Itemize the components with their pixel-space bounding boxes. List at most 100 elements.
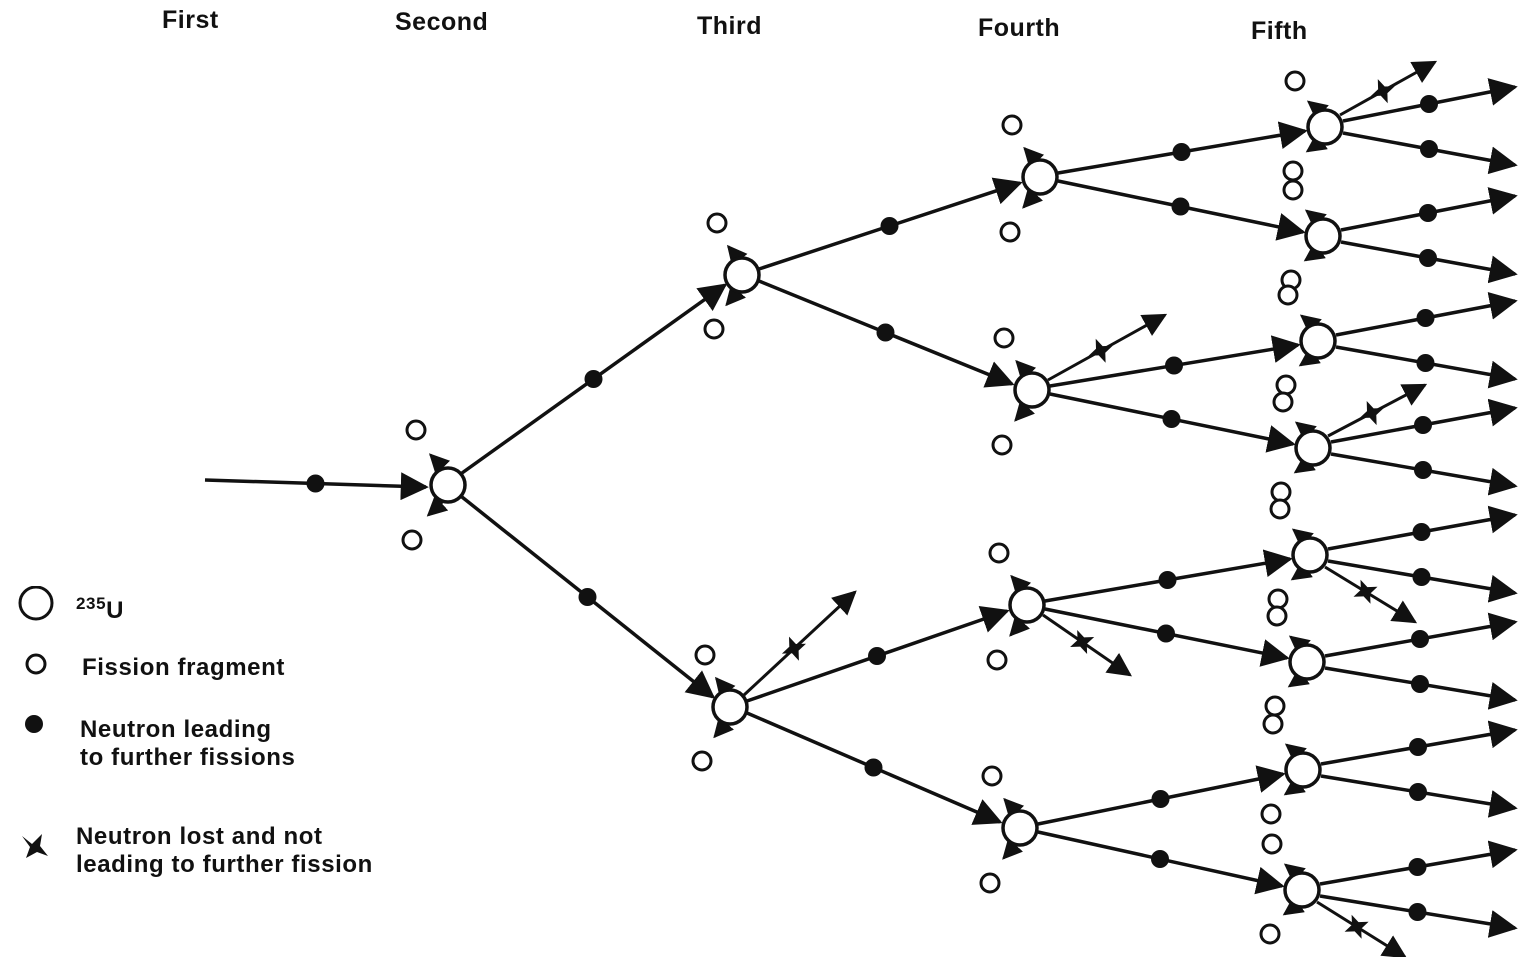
fission-fragment bbox=[703, 318, 725, 340]
uranium-nucleus bbox=[1001, 809, 1039, 847]
uranium-nucleus bbox=[1294, 429, 1332, 467]
fission-fragment bbox=[1282, 179, 1304, 201]
neutron-dot bbox=[578, 588, 597, 606]
lost-neutron-star bbox=[1353, 579, 1378, 604]
legend-neutron-line1: Neutron leading bbox=[80, 716, 272, 743]
fission-fragment bbox=[1269, 498, 1291, 520]
legend-lost-line2: leading to further fission bbox=[76, 851, 373, 878]
legend-uranium-symbol: U bbox=[106, 597, 125, 624]
neutron-dot bbox=[1416, 309, 1435, 327]
uranium-nucleus bbox=[1288, 643, 1326, 681]
neutron-dot bbox=[1414, 416, 1432, 434]
uranium-nucleus bbox=[1306, 108, 1344, 146]
fission-fragment bbox=[1264, 695, 1286, 717]
legend-neutron-line2: to further fissions bbox=[80, 744, 296, 771]
fission-fragment bbox=[706, 212, 728, 234]
neutron-dot bbox=[1171, 197, 1190, 216]
fission-fragment bbox=[1282, 160, 1304, 182]
neutron-dot bbox=[1409, 783, 1427, 801]
uranium-nucleus bbox=[1304, 217, 1342, 255]
fission-fragment bbox=[988, 542, 1010, 564]
lost-neutron-star bbox=[781, 636, 806, 661]
uranium-nucleus bbox=[1283, 871, 1321, 909]
neutron-dot bbox=[880, 217, 899, 235]
fission-fragment bbox=[986, 649, 1008, 671]
fission-fragment bbox=[1272, 391, 1294, 413]
uranium-nucleus bbox=[1284, 751, 1322, 789]
uranium-nuclei bbox=[401, 70, 1344, 945]
neutron-dot bbox=[1416, 354, 1435, 372]
fission-fragment bbox=[1001, 114, 1023, 136]
neutron-dot bbox=[1412, 568, 1431, 586]
lost-neutron-star bbox=[1370, 79, 1395, 104]
neutron-dot bbox=[1409, 738, 1427, 756]
neutron-dot bbox=[584, 370, 603, 388]
legend-neutron: Neutron leading to further fissions bbox=[80, 716, 295, 772]
fission-fragment bbox=[1259, 923, 1281, 945]
fission-fragment bbox=[979, 872, 1001, 894]
generation-label-first: First bbox=[162, 6, 219, 34]
fission-fragment bbox=[1262, 713, 1284, 735]
uranium-nucleus bbox=[1299, 322, 1337, 360]
neutron-dot-icon bbox=[25, 715, 43, 733]
fission-fragment bbox=[993, 327, 1015, 349]
neutron-dot bbox=[1172, 143, 1191, 161]
uranium-nucleus bbox=[1291, 536, 1329, 574]
legend-uranium-mass: 235 bbox=[76, 594, 107, 613]
fission-fragment bbox=[1266, 605, 1288, 627]
neutron-dot bbox=[868, 647, 886, 665]
legend-symbols bbox=[18, 586, 54, 858]
legend-lost-line1: Neutron lost and not bbox=[76, 823, 323, 850]
neutron-dot bbox=[306, 474, 325, 493]
uranium-nucleus bbox=[429, 466, 467, 504]
fission-fragment bbox=[1261, 833, 1283, 855]
fission-fragment bbox=[1260, 803, 1282, 825]
neutron-dot bbox=[876, 323, 895, 342]
uranium-nucleus bbox=[1013, 371, 1051, 409]
lost-neutron-star bbox=[1344, 914, 1369, 939]
fission-fragment bbox=[691, 750, 713, 772]
lost-neutron-star bbox=[1070, 630, 1095, 654]
fission-fragment bbox=[1284, 70, 1306, 92]
uranium-nucleus bbox=[1008, 586, 1046, 624]
fission-fragment bbox=[1270, 481, 1292, 503]
uranium-nucleus-icon bbox=[18, 586, 54, 621]
legend-lost-neutron: Neutron lost and not leading to further … bbox=[76, 823, 373, 879]
fission-fragment bbox=[1267, 588, 1289, 610]
generation-label-fifth: Fifth bbox=[1251, 17, 1308, 45]
fission-fragment bbox=[1275, 374, 1297, 396]
legend-uranium: 235U bbox=[76, 590, 124, 625]
lost-neutron-star bbox=[1359, 401, 1384, 426]
neutron-dot bbox=[1419, 204, 1437, 222]
neutron-dot bbox=[1412, 523, 1431, 541]
neutron-dot bbox=[1165, 356, 1183, 375]
generation-label-third: Third bbox=[697, 12, 762, 40]
fission-fragment-icon bbox=[25, 653, 47, 675]
neutron-dot bbox=[1419, 249, 1437, 267]
generation-label-second: Second bbox=[395, 8, 489, 36]
fission-fragment bbox=[405, 419, 427, 441]
neutron-dot bbox=[1420, 95, 1438, 113]
neutron-dot bbox=[1151, 790, 1170, 808]
neutron-dot bbox=[1414, 461, 1432, 479]
lost-neutron-star-icon bbox=[22, 834, 48, 858]
neutron-dot bbox=[1151, 850, 1169, 868]
neutron-dot bbox=[1408, 903, 1427, 921]
neutron-dot bbox=[864, 758, 883, 777]
neutron-dot bbox=[1162, 410, 1181, 428]
fission-fragment bbox=[401, 529, 423, 551]
neutron-dot bbox=[1157, 624, 1175, 643]
fission-fragment bbox=[1277, 284, 1299, 306]
generation-label-fourth: Fourth bbox=[978, 14, 1061, 42]
neutron-paths bbox=[204, 60, 1518, 957]
neutron-dot bbox=[1158, 571, 1177, 589]
fission-fragment bbox=[981, 765, 1003, 787]
legend-fragment: Fission fragment bbox=[82, 654, 285, 681]
fission-fragment bbox=[991, 434, 1013, 456]
neutron-dot bbox=[1408, 858, 1427, 876]
uranium-nucleus bbox=[723, 256, 761, 294]
neutron-dot bbox=[1411, 630, 1429, 648]
lost-neutron-star bbox=[1088, 338, 1113, 363]
fission-fragment bbox=[999, 221, 1021, 243]
